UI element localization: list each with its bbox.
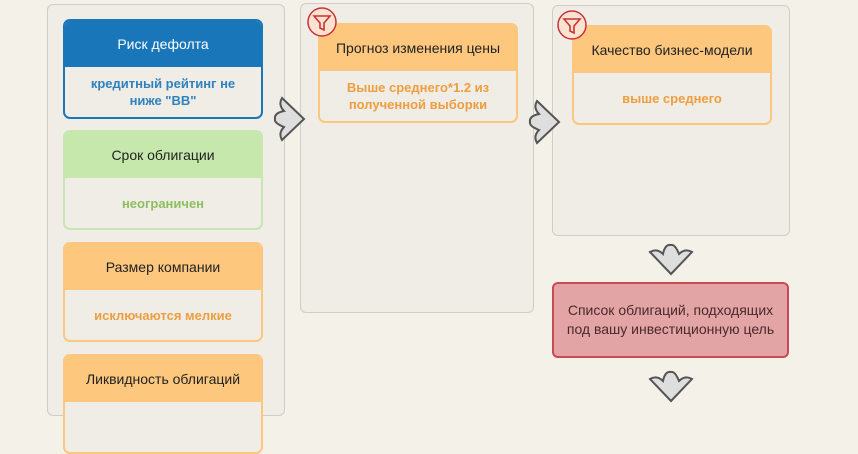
criterion-title: Размер компании [65, 244, 261, 290]
arrow-right-icon [273, 96, 306, 142]
filter-business-quality: Качество бизнес-модели выше среднего [572, 25, 772, 125]
criterion-title: Риск дефолта [65, 21, 261, 67]
criterion-value [65, 402, 261, 452]
arrow-down-icon [648, 243, 694, 276]
result-box: Список облигаций, подходящих под вашу ин… [552, 282, 789, 358]
filter-value: выше среднего [622, 90, 722, 106]
criterion-company-size: Размер компании исключаются мелкие [63, 242, 263, 342]
filter-title: Прогноз изменения цены [320, 25, 516, 71]
criterion-value: исключаются мелкие [94, 307, 232, 323]
criterion-default-risk: Риск дефолта кредитный рейтинг не ниже "… [63, 19, 263, 119]
criterion-value: неограничен [121, 195, 205, 211]
criterion-liquidity: Ликвидность облигаций [63, 354, 263, 454]
criterion-title: Срок облигации [65, 132, 261, 178]
filter-price-forecast: Прогноз изменения цены Выше среднего*1.2… [318, 23, 518, 123]
criterion-value: кредитный рейтинг не ниже "BB" [90, 76, 236, 108]
filter-value: Выше среднего*1.2 из полученной выборки [346, 80, 490, 112]
arrow-right-icon [528, 99, 561, 145]
arrow-down-icon [648, 370, 694, 403]
criterion-title: Ликвидность облигаций [65, 356, 261, 402]
filter-title: Качество бизнес-модели [574, 27, 770, 73]
funnel-icon [557, 10, 587, 40]
funnel-icon [307, 7, 337, 37]
criterion-bond-term: Срок облигации неограничен [63, 130, 263, 230]
